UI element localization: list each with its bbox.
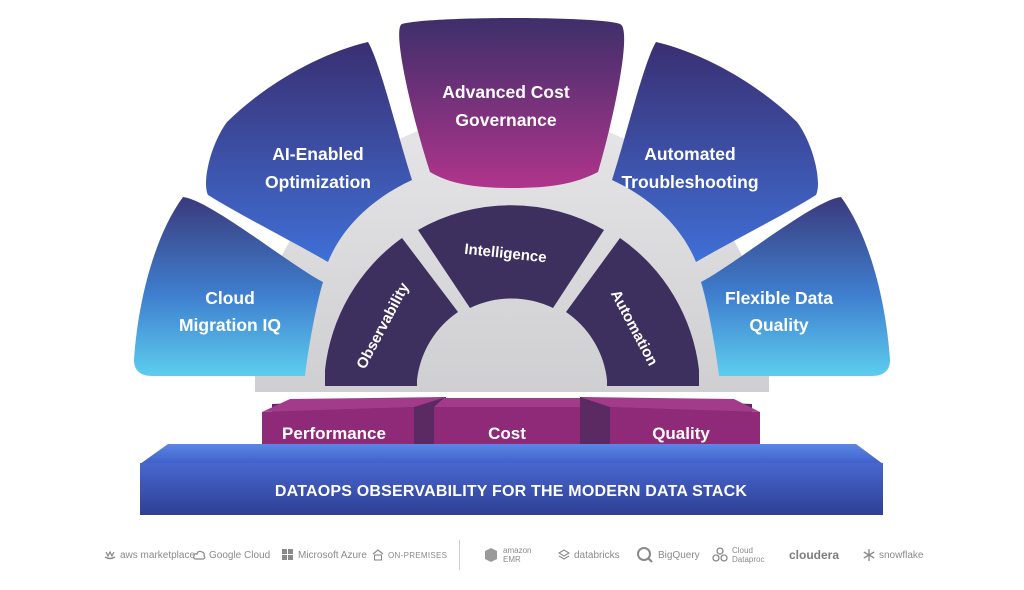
petal-cloud-migration-line1: Cloud xyxy=(205,288,255,308)
bigquery-icon xyxy=(636,546,654,564)
logo-emr-line2: EMR xyxy=(503,555,521,564)
building-icon xyxy=(372,549,384,561)
logo-snowflake: snowflake xyxy=(863,538,923,572)
cloud-icon xyxy=(193,549,206,561)
logo-microsoft-azure: Microsoft Azure xyxy=(282,538,367,572)
petal-cloud-migration-line2: Migration IQ xyxy=(179,315,281,335)
logo-amazon-emr: amazon EMR xyxy=(483,538,531,572)
logo-aws-marketplace: aws marketplace xyxy=(104,538,195,572)
logo-aws-label: aws marketplace xyxy=(120,549,196,561)
pillar-performance: Performance xyxy=(262,397,446,452)
logo-snowflake-label: snowflake xyxy=(879,549,924,561)
petal-ai-optimization-line2: Optimization xyxy=(265,172,371,192)
logo-databricks: databricks xyxy=(557,538,620,572)
logo-dataproc-line1: Cloud xyxy=(732,546,753,555)
dataproc-icon xyxy=(712,547,728,563)
ring-segment-observability xyxy=(325,238,458,386)
petal-ai-optimization-line1: AI-Enabled xyxy=(272,144,363,164)
petal-troubleshooting-line2: Troubleshooting xyxy=(621,172,758,192)
logo-bigquery-label: BigQuery xyxy=(658,549,700,561)
emr-icon xyxy=(483,547,499,563)
logo-bigquery: BigQuery xyxy=(636,538,700,572)
base-title: DATAOPS OBSERVABILITY FOR THE MODERN DAT… xyxy=(275,483,747,500)
base-platform: DATAOPS OBSERVABILITY FOR THE MODERN DAT… xyxy=(140,444,883,515)
petal-data-quality-line1: Flexible Data xyxy=(725,288,833,308)
platform-logos: aws marketplace Google Cloud Microsoft A… xyxy=(0,538,1024,572)
logo-dataproc-line2: Dataproc xyxy=(732,555,765,564)
logo-google-cloud: Google Cloud xyxy=(193,538,270,572)
petal-cloud-migration: Cloud Migration IQ xyxy=(134,197,323,376)
logo-azure-label: Microsoft Azure xyxy=(298,549,367,561)
aws-icon xyxy=(104,549,116,561)
ring-segment-intelligence xyxy=(418,205,604,308)
inner-ring: Observability Intelligence Automation xyxy=(325,205,699,386)
logo-on-premises: ON-PREMISES xyxy=(372,538,447,572)
petal-cost-governance-line2: Governance xyxy=(455,110,556,130)
pillar-quality-label: Quality xyxy=(652,424,710,443)
logo-onprem-label: ON-PREMISES xyxy=(388,550,448,560)
ring-segment-automation xyxy=(566,238,699,386)
petal-cost-governance-line1: Advanced Cost xyxy=(442,82,570,102)
petal-data-quality: Flexible Data Quality xyxy=(701,197,890,376)
petal-cost-governance: Advanced Cost Governance xyxy=(399,18,625,188)
logo-databricks-label: databricks xyxy=(574,549,620,561)
petal-troubleshooting-line1: Automated xyxy=(644,144,735,164)
dataops-diagram: Cloud Migration IQ AI-Enabled Optimizati… xyxy=(134,18,890,515)
windows-icon xyxy=(282,549,294,561)
petal-data-quality-line2: Quality xyxy=(749,315,809,335)
databricks-icon xyxy=(557,549,571,561)
pillar-cost: Cost xyxy=(434,398,590,452)
petal-troubleshooting: Automated Troubleshooting xyxy=(612,42,818,262)
petal-ai-optimization: AI-Enabled Optimization xyxy=(206,42,412,262)
pillar-performance-label: Performance xyxy=(282,424,386,443)
pillar-cost-label: Cost xyxy=(488,424,526,443)
logo-cloud-dataproc: Cloud Dataproc xyxy=(712,538,764,572)
logo-cloudera: cloudera xyxy=(789,538,839,572)
logo-separator xyxy=(459,540,460,570)
logo-google-label: Google Cloud xyxy=(209,549,271,561)
snowflake-icon xyxy=(863,549,875,561)
logo-cloudera-label: cloudera xyxy=(789,548,840,562)
pillar-quality: Quality xyxy=(580,397,760,452)
logo-emr-line1: amazon xyxy=(503,546,532,555)
